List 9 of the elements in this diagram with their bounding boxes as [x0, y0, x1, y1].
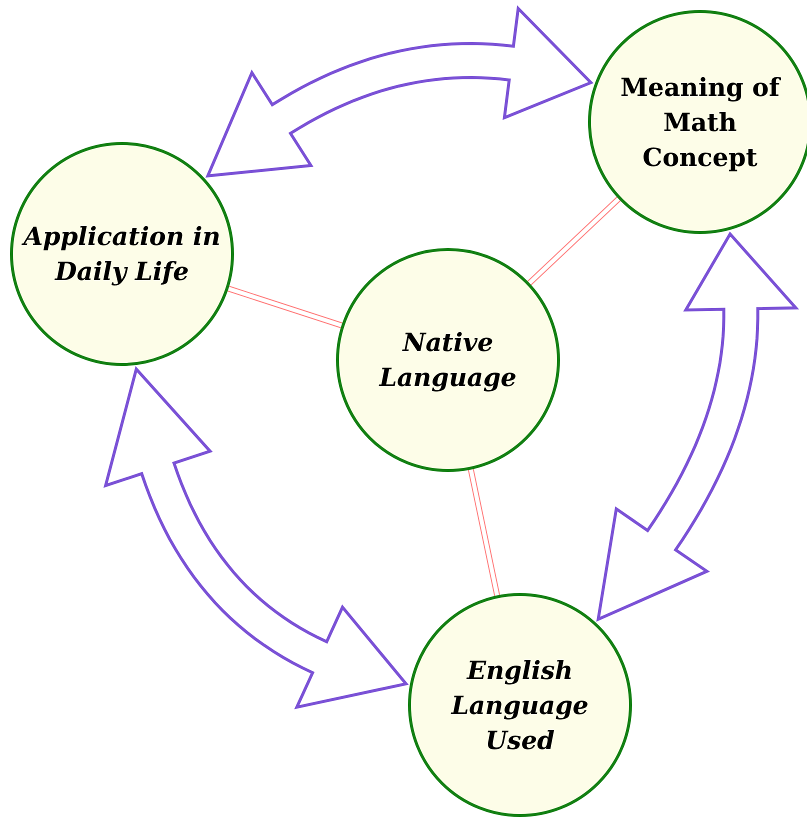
- concept-label: Meaning of Math Concept: [620, 72, 780, 174]
- double-headed-block-arrow: [596, 231, 800, 622]
- concept-label: Application in Daily Life: [20, 221, 222, 288]
- concept-label: English Language Used: [450, 654, 590, 756]
- double-headed-block-arrow: [205, 5, 594, 178]
- double-headed-block-arrow: [103, 366, 409, 710]
- concept-label: Native Language: [378, 327, 518, 394]
- double-line: [228, 286, 342, 328]
- double-line: [527, 196, 621, 286]
